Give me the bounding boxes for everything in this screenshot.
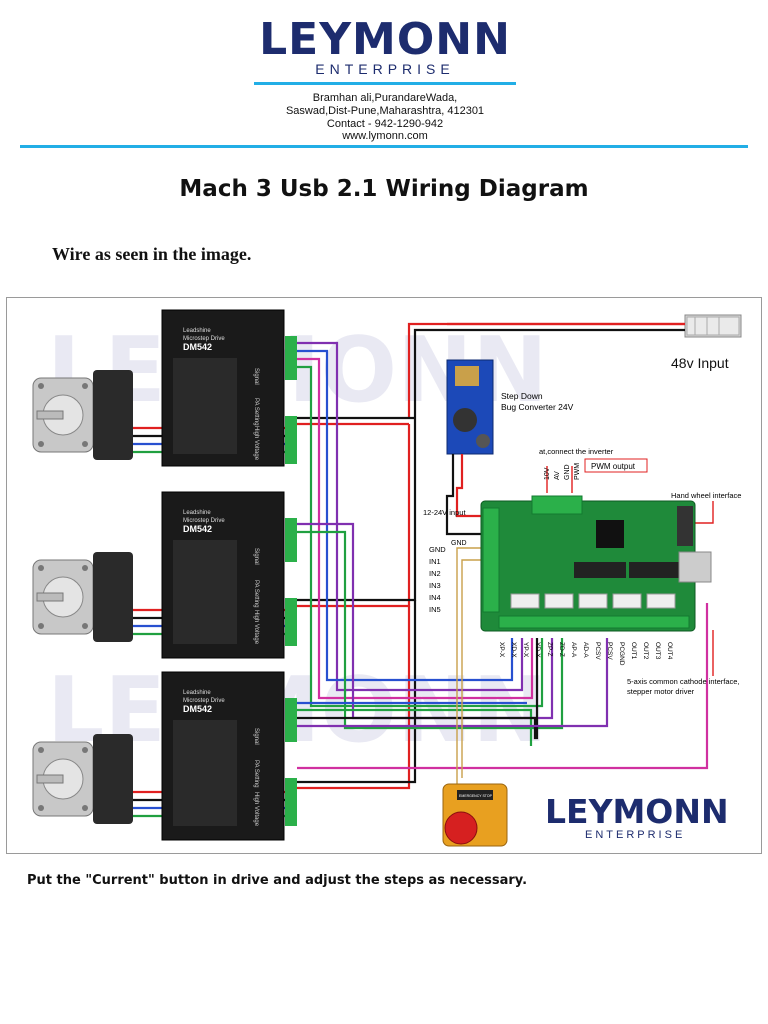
pin-pcsv-1: PCSV [594,642,601,660]
buck-label-1: Step Down [501,391,543,401]
driver-2-subtitle: Microstep Drive [183,518,225,524]
driver-3-subtitle: Microstep Drive [183,698,225,704]
stepper-motor-3 [32,734,133,824]
emergency-stop-button [442,778,508,847]
bottom-logo-subtitle: ENTERPRISE [585,829,685,841]
company-logo-subtitle: ENTERPRISE [315,61,455,77]
driver-1-subtitle: Microstep Drive [183,336,225,342]
pwm-pin-pwm: PWM [574,463,581,480]
pin-xd-x: XD-X [510,642,517,658]
driver-2: Leadshine Microstep Drive DM542 Signal P… [161,491,297,659]
buck-label-2: Bug Converter 24V [501,402,574,412]
driver-1-brand: Leadshine [183,328,211,334]
wiring-diagram: LEYMONN LEYMONN 48v Input Step Down Bug … [6,297,762,854]
website-line: www.lymonn.com [342,130,428,142]
pin-out2: OUT2 [642,642,649,660]
gnd-top-label: GND [451,540,467,547]
pin-yd-x: YD-X [534,642,541,658]
driver-3-hv-label: High Voltage [253,792,259,827]
inverter-label: at,connect the inverter [539,447,614,456]
driver-3-pa-label: PA Setting [253,760,259,788]
footer-note: Put the "Current" button in drive and ad… [27,873,528,888]
pin-out3: OUT3 [654,642,661,660]
driver-1-hv-label: High Voltage [253,426,259,461]
pwm-pin-gnd: GND [564,464,571,480]
mach3-usb-board [480,495,712,632]
driver-1-signal-label: Signal [253,368,259,385]
driver-3: Leadshine Microstep Drive DM542 Signal P… [161,671,297,841]
bottom-logo: LEYMONN [545,792,729,831]
pwm-pin-10v: 10V [544,467,551,480]
estop-label: EMERGENCY STOP [459,794,493,798]
input-gnd-label: GND [429,545,446,554]
driver-2-model: DM542 [183,524,212,534]
pin-yp-x: YP-X [522,642,529,658]
power-supply [684,314,742,338]
input-in3-label: IN3 [429,581,441,590]
input-in1-label: IN1 [429,557,441,566]
stepper-motor-1 [32,370,133,460]
pin-out1: OUT1 [630,642,637,660]
input-in5-label: IN5 [429,605,441,614]
address-line-2: Saswad,Dist-Pune,Maharashtra, 412301 [285,105,485,117]
logo-underline [254,82,516,85]
driver-2-pa-label: PA Setting [253,580,259,608]
driver-2-brand: Leadshine [183,510,211,516]
power-input-label: 48v Input [671,355,729,371]
pin-ap-a: AP-A [570,642,577,658]
header-divider [20,145,748,148]
pin-pcsv-2: PCSV [606,642,613,660]
pin-zd-z: ZD-Z [558,642,565,657]
pin-pcgnd: PCGND [618,642,625,666]
driver-2-signal-label: Signal [253,548,259,565]
pwm-output-box [584,458,648,473]
driver-1-model: DM542 [183,342,212,352]
input-in2-label: IN2 [429,569,441,578]
pin-ad-a: AD-A [582,642,589,658]
driver-1: Leadshine Microstep Drive DM542 Signal P… [161,309,297,467]
contact-line: Contact - 942-1290-942 [326,118,444,130]
pin-zp-z: ZP-Z [546,642,553,656]
driver-2-hv-label: High Voltage [253,610,259,645]
instruction-text: Wire as seen in the image. [52,244,252,264]
address-line-1: Bramhan ali,PurandareWada, [312,92,458,104]
input-voltage-label: 12-24V input [423,508,466,517]
buck-converter [446,359,494,455]
input-in4-label: IN4 [429,593,441,602]
driver-3-model: DM542 [183,704,212,714]
company-logo: LEYMONN [259,14,511,65]
page-title: Mach 3 Usb 2.1 Wiring Diagram [179,176,589,202]
pwm-output-label: PWM output [591,462,636,471]
axis-interface-label-2: stepper motor driver [627,687,695,696]
stepper-motor-2 [32,552,133,642]
driver-1-pa-label: PA Setting [253,398,259,426]
axis-interface-label-1: 5-axis common cathode interface, [627,677,740,686]
driver-3-signal-label: Signal [253,728,259,745]
pin-out4: OUT4 [666,642,673,660]
pin-xp-x: XP-X [498,642,505,658]
pwm-pin-av: AV [554,471,561,480]
driver-3-brand: Leadshine [183,690,211,696]
handwheel-label: Hand wheel interface [671,491,741,500]
